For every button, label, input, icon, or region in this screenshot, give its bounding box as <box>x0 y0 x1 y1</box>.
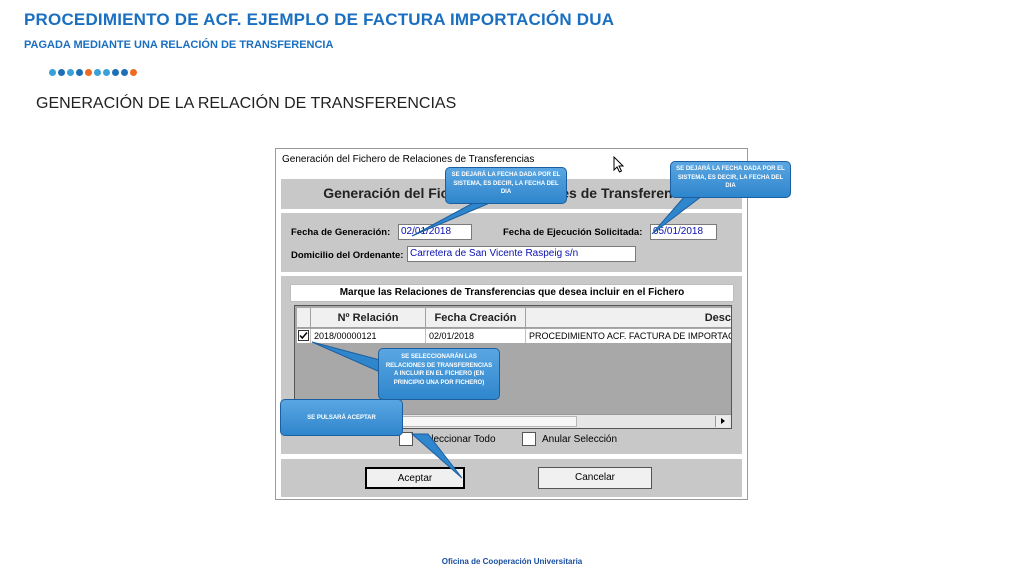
clear-selection-checkbox[interactable] <box>522 432 536 446</box>
checkmark-icon <box>298 330 309 341</box>
callout-fecha-ejecucion: SE DEJARÁ LA FECHA DADA POR EL SISTEMA, … <box>670 161 791 198</box>
callout-fecha-generacion: SE DEJARÁ LA FECHA DADA POR EL SISTEMA, … <box>445 167 567 204</box>
callout-pointer-fecha-ejecucion <box>651 195 704 235</box>
cell-fecha[interactable]: 02/01/2018 <box>426 329 526 343</box>
decorative-dots <box>49 69 137 76</box>
section-heading: GENERACIÓN DE LA RELACIÓN DE TRANSFERENC… <box>36 95 457 112</box>
decorative-dot <box>58 69 65 76</box>
decorative-dot <box>67 69 74 76</box>
select-all-checkbox[interactable] <box>399 432 413 446</box>
decorative-dot <box>49 69 56 76</box>
decorative-dot <box>103 69 110 76</box>
decorative-dot <box>112 69 119 76</box>
dialog-title: Generación del Fichero de Relaciones de … <box>282 154 535 165</box>
fecha-ejecucion-field[interactable]: 05/01/2018 <box>650 224 717 240</box>
decorative-dot <box>94 69 101 76</box>
column-header-fecha[interactable]: Fecha Creación <box>426 308 526 328</box>
clear-selection-label: Anular Selección <box>542 434 618 445</box>
fecha-ejecucion-label: Fecha de Ejecución Solicitada: <box>503 227 643 238</box>
dialog-window: Generación del Fichero de Relaciones de … <box>275 148 748 500</box>
callout-pointer-aceptar <box>410 433 463 479</box>
chevron-right-icon <box>721 418 725 424</box>
decorative-dot <box>76 69 83 76</box>
scroll-right-button[interactable] <box>715 416 729 427</box>
domicilio-field[interactable]: Carretera de San Vicente Raspeig s/n <box>407 246 636 262</box>
mouse-cursor-icon <box>613 156 624 173</box>
domicilio-label: Domicilio del Ordenante: <box>291 250 404 261</box>
footer-text: Oficina de Cooperación Universitaria <box>441 557 583 566</box>
callout-aceptar: SE PULSARÁ ACEPTAR <box>280 399 403 436</box>
callout-seleccion: SE SELECCIONARÁN LAS RELACIONES DE TRANS… <box>378 348 500 400</box>
slide-title: PROCEDIMIENTO DE ACF. EJEMPLO DE FACTURA… <box>24 10 615 29</box>
decorative-dot <box>121 69 128 76</box>
decorative-dot <box>130 69 137 76</box>
horizontal-scrollbar[interactable] <box>295 414 731 428</box>
relaciones-grid: Nº Relación Fecha Creación Desc 2018/000… <box>294 305 732 429</box>
buttons-panel: Aceptar Cancelar <box>281 459 742 497</box>
select-all-label: Seleccionar Todo <box>419 434 496 445</box>
row-checkbox[interactable] <box>297 329 311 343</box>
decorative-dot <box>85 69 92 76</box>
relaciones-list-header: Marque las Relaciones de Transferencias … <box>290 284 734 302</box>
callout-pointer-seleccion <box>311 341 381 373</box>
callout-pointer-fecha-generacion <box>411 201 493 237</box>
relaciones-panel: Marque las Relaciones de Transferencias … <box>281 276 742 454</box>
column-header-descripcion[interactable]: Desc <box>526 308 731 328</box>
cell-relacion[interactable]: 2018/00000121 <box>311 329 426 343</box>
cell-descripcion[interactable]: PROCEDIMIENTO ACF. FACTURA DE IMPORTACIÓ… <box>526 329 731 343</box>
grid-corner <box>297 308 311 328</box>
cancel-button[interactable]: Cancelar <box>538 467 652 489</box>
accept-button[interactable]: Aceptar <box>365 467 465 489</box>
slide-subtitle: PAGADA MEDIANTE UNA RELACIÓN DE TRANSFER… <box>24 39 334 51</box>
fecha-generacion-label: Fecha de Generación: <box>291 227 391 238</box>
column-header-relacion[interactable]: Nº Relación <box>311 308 426 328</box>
